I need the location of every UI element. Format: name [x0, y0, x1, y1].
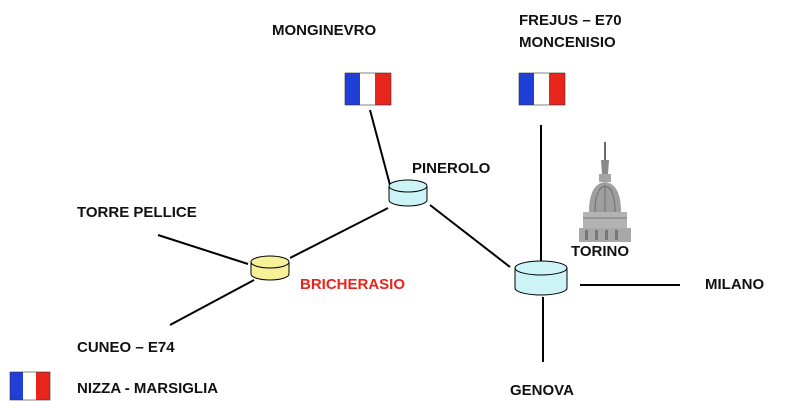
label-monginevro: MONGINEVRO: [272, 22, 377, 39]
label-frejus: FREJUS – E70: [519, 12, 622, 29]
french-flag-icon: [344, 72, 392, 106]
label-cuneo: CUNEO – E74: [77, 339, 175, 356]
label-milano: MILANO: [705, 276, 765, 293]
link-monginevro-pinerolo: [369, 109, 391, 186]
label-moncenisio: MONCENISIO: [519, 34, 616, 51]
link-bricherasio-cuneo: [169, 279, 255, 326]
link-pinerolo-torino: [429, 204, 511, 268]
label-torre-pellice: TORRE PELLICE: [77, 204, 197, 221]
pinerolo-node: [388, 179, 428, 207]
connection-lines: [157, 109, 680, 362]
link-pinerolo-bricherasio: [289, 207, 389, 259]
label-pinerolo: PINEROLO: [412, 160, 491, 177]
mole-antonelliana-icon: [579, 142, 631, 242]
french-flag-icon: [9, 371, 51, 401]
label-torino: TORINO: [571, 243, 630, 260]
torino-node: [514, 260, 568, 296]
bricherasio-node: [250, 255, 290, 281]
label-nizza: NIZZA - MARSIGLIA: [77, 380, 219, 397]
french-flag-icon: [518, 72, 566, 106]
label-bricherasio: BRICHERASIO: [300, 276, 406, 293]
label-genova: GENOVA: [510, 382, 574, 399]
link-torre-pellice-bricherasio: [157, 234, 249, 265]
